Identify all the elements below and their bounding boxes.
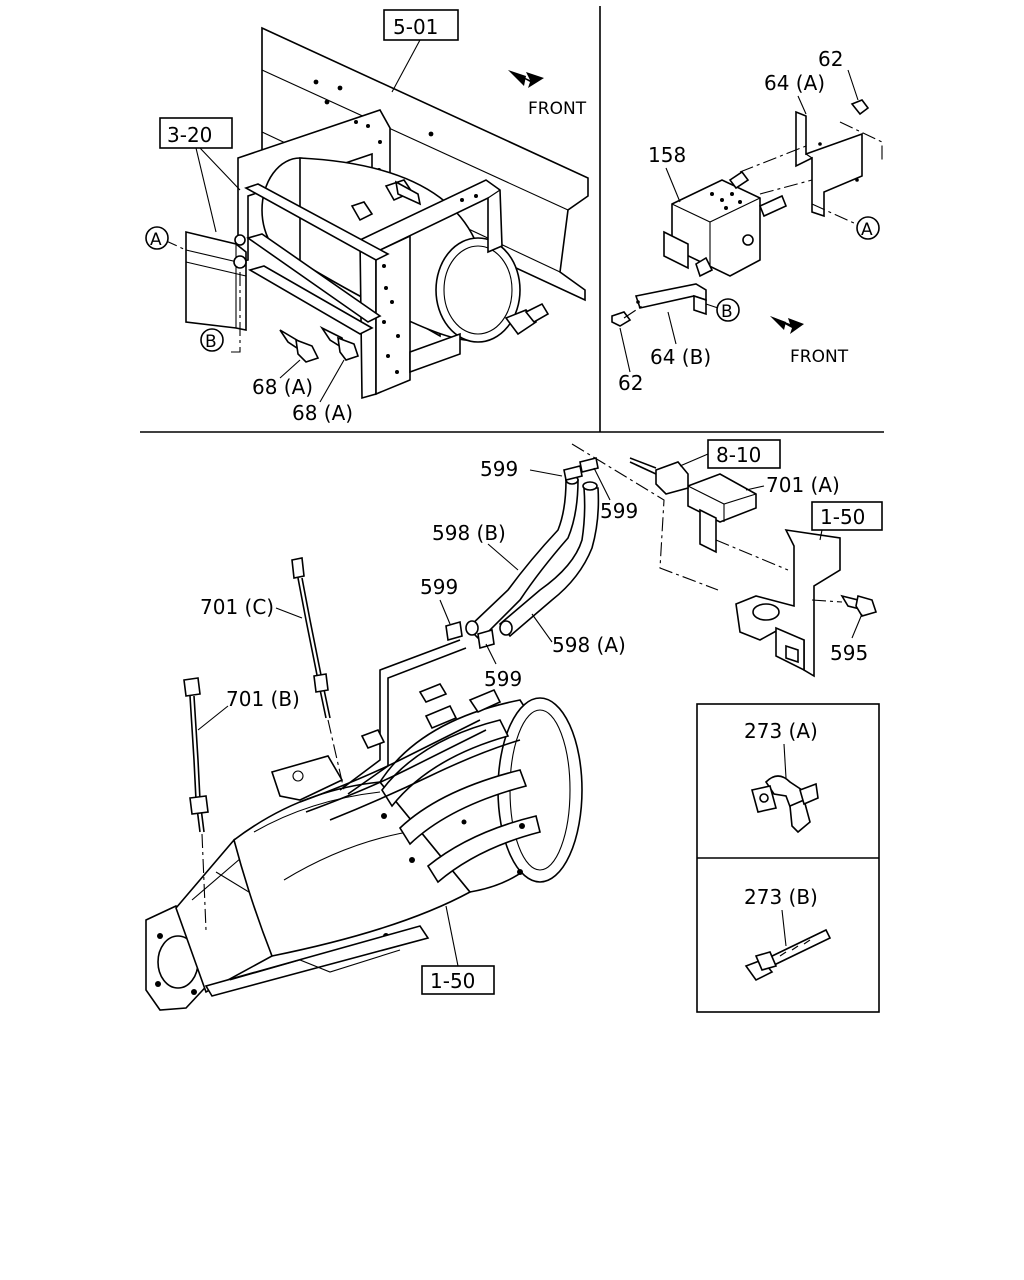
ref-label: 8-10 bbox=[716, 443, 761, 467]
ref-box-1-50-bottom[interactable]: 1-50 bbox=[421, 965, 495, 995]
ref-label: 1-50 bbox=[430, 969, 475, 993]
marker-a-right[interactable]: A bbox=[856, 216, 880, 240]
part-label-273b: 273 (B) bbox=[744, 885, 818, 909]
part-label-701b: 701 (B) bbox=[226, 687, 300, 711]
marker-b-right[interactable]: B bbox=[716, 298, 740, 322]
ref-box-8-10[interactable]: 8-10 bbox=[707, 439, 781, 469]
part-label-595: 595 bbox=[830, 641, 868, 665]
front-label-right: FRONT bbox=[790, 347, 849, 367]
part-label-598a: 598 (A) bbox=[552, 633, 626, 657]
mount-bracket-right bbox=[715, 528, 878, 678]
part-label-64b: 64 (B) bbox=[650, 345, 711, 369]
marker-letter: A bbox=[861, 220, 873, 240]
exhaust-filter-assembly bbox=[145, 639, 583, 1011]
clip-273b bbox=[744, 928, 832, 982]
ref-label: 3-20 bbox=[167, 123, 212, 147]
marker-letter: B bbox=[205, 332, 217, 352]
part-label-64a: 64 (A) bbox=[764, 71, 825, 95]
part-label-701a: 701 (A) bbox=[766, 473, 840, 497]
panel-dividers bbox=[140, 6, 884, 433]
sensor-701c bbox=[291, 557, 345, 791]
part-label-158: 158 bbox=[648, 143, 686, 167]
ref-label: 5-01 bbox=[393, 15, 438, 39]
marker-letter: A bbox=[150, 230, 162, 250]
clip-273a bbox=[751, 775, 819, 834]
clip-inset: 273 (A) 273 (B) bbox=[696, 703, 880, 1013]
marker-b-left[interactable]: B bbox=[200, 328, 224, 352]
ref-box-1-50-right[interactable]: 1-50 bbox=[811, 501, 883, 531]
part-label-62-bottom: 62 bbox=[618, 371, 643, 395]
connector-701a bbox=[571, 443, 757, 591]
front-label-top: FRONT bbox=[528, 99, 587, 119]
front-arrow-right bbox=[770, 316, 804, 334]
part-label-598b: 598 (B) bbox=[432, 521, 506, 545]
marker-a-left[interactable]: A bbox=[145, 226, 169, 250]
sensor-701b bbox=[183, 677, 209, 931]
marker-letter: B bbox=[721, 302, 733, 322]
part-label-599-c: 599 bbox=[420, 575, 458, 599]
ref-box-5-01[interactable]: 5-01 bbox=[383, 9, 459, 41]
part-label-599-d: 599 bbox=[484, 667, 522, 691]
ref-label: 1-50 bbox=[820, 505, 865, 529]
front-arrow-top bbox=[508, 70, 544, 88]
ref-box-3-20[interactable]: 3-20 bbox=[159, 117, 233, 149]
part-label-599-a: 599 bbox=[480, 457, 518, 481]
part-label-62-top: 62 bbox=[818, 47, 843, 71]
part-label-273a: 273 (A) bbox=[744, 719, 818, 743]
frame-and-tank-assembly bbox=[163, 26, 589, 400]
part-label-68a-2: 68 (A) bbox=[292, 401, 353, 425]
part-label-701c: 701 (C) bbox=[200, 595, 274, 619]
sensor-bracket-assembly bbox=[611, 99, 883, 327]
part-label-599-b: 599 bbox=[600, 499, 638, 523]
hose-assembly bbox=[445, 457, 600, 650]
part-label-68a-1: 68 (A) bbox=[252, 375, 313, 399]
